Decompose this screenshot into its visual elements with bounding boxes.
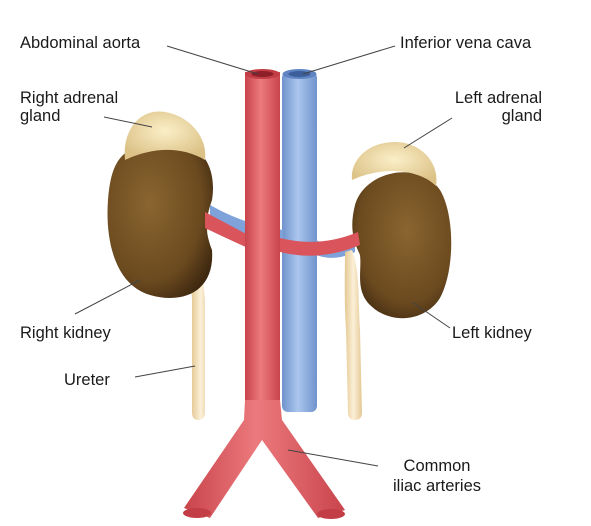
leader-left-kidney [411, 301, 451, 329]
leader-abdominal-aorta [166, 45, 259, 75]
leader-right-adrenal [103, 116, 153, 128]
label-left-kidney: Left kidney [452, 324, 532, 342]
label-right-kidney: Right kidney [20, 324, 111, 342]
abdominal-aorta [183, 69, 360, 519]
right-adrenal-gland [124, 111, 206, 160]
label-common-iliac-line1: Common [403, 457, 471, 475]
label-left-adrenal-line2: gland [501, 107, 542, 125]
label-ureter: Ureter [64, 371, 110, 389]
label-right-adrenal-line1: Right adrenal [20, 89, 119, 107]
left-kidney [352, 172, 452, 319]
left-adrenal-gland [351, 142, 437, 186]
label-inferior-vena-cava: Inferior vena cava [400, 34, 532, 52]
leader-right-kidney [74, 279, 141, 315]
leader-ureter [134, 365, 196, 378]
leader-common-iliac [287, 449, 379, 467]
label-common-iliac-line2: iliac arteries [392, 477, 482, 495]
right-kidney [107, 140, 214, 298]
label-left-adrenal-line1: Left adrenal [454, 89, 542, 107]
leader-left-adrenal [403, 117, 453, 149]
leader-inferior-vena-cava [302, 45, 396, 75]
label-abdominal-aorta: Abdominal aorta [20, 34, 141, 52]
left-ureter [344, 250, 362, 420]
label-right-adrenal-line2: gland [20, 107, 61, 125]
